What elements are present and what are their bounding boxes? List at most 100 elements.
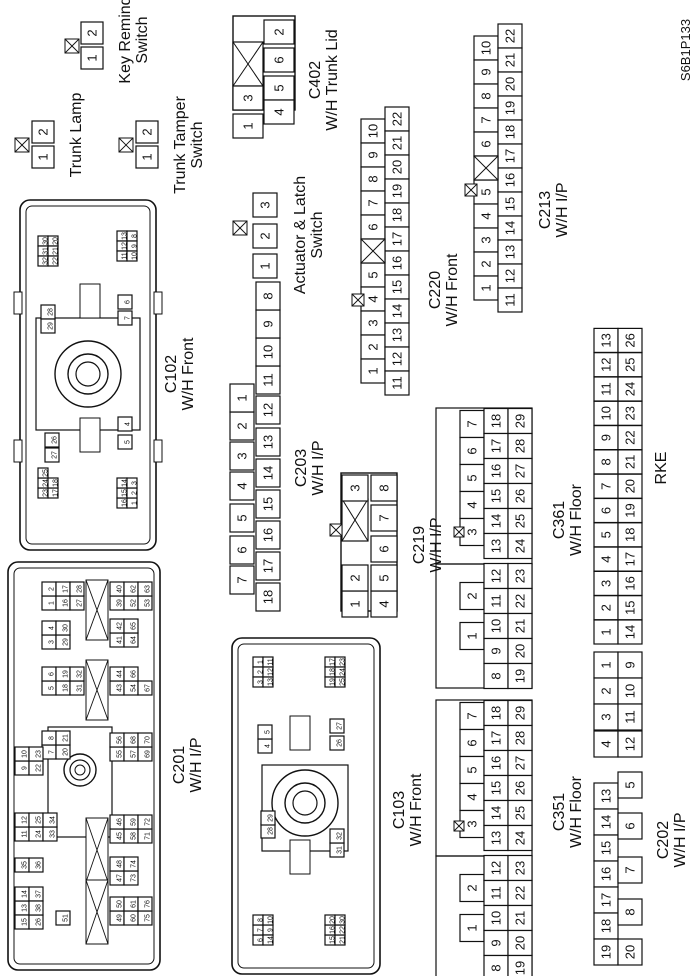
pin-number: 28: [513, 731, 528, 745]
pin-number: 11: [503, 293, 518, 307]
pin-number: 12: [599, 357, 614, 371]
pin-number: 4: [479, 212, 494, 219]
pin-number: 11: [489, 594, 504, 608]
pin-cell: [80, 46, 104, 70]
pin-number: 22: [390, 112, 405, 126]
pin-number: 20: [53, 237, 60, 245]
pin-cell: [483, 724, 509, 752]
pin-number: 29: [513, 414, 528, 428]
pin-number: 22: [623, 430, 638, 444]
pin-cell: [31, 145, 55, 169]
pin-number: 22: [53, 257, 60, 265]
pin-number: 17: [330, 658, 337, 666]
pin-cell: [360, 190, 386, 216]
pin-number: 13: [122, 232, 129, 240]
pin-number: 7: [465, 712, 480, 719]
pin-number: 13: [22, 904, 29, 912]
pin-cell: [117, 434, 133, 450]
pin-cell: [263, 47, 295, 73]
pin-number: 12: [268, 668, 275, 676]
pin-number: 2: [272, 28, 287, 35]
pin-cell: [384, 250, 410, 276]
pin-number: 71: [145, 832, 152, 840]
pin-number: 17: [503, 149, 518, 163]
pin-cell: [593, 860, 619, 888]
pin-number: 41: [117, 636, 124, 644]
pin-number: 18: [489, 706, 504, 720]
pin-cell: [360, 166, 386, 192]
pin-cell: [507, 532, 533, 560]
pin-cell: [263, 99, 295, 125]
pin-cell: [47, 477, 59, 489]
pin-number: 27: [337, 722, 344, 730]
pin-cell: [360, 118, 386, 144]
pin-cell: [497, 71, 523, 97]
pin-number: 48: [117, 860, 124, 868]
pin-number: 21: [340, 936, 347, 944]
pin-number: 10: [22, 750, 29, 758]
c201-title: C201W/H I/P: [171, 737, 205, 792]
pin-number: 8: [377, 484, 392, 491]
pin-number: 19: [599, 945, 614, 959]
pin-cell: [263, 75, 295, 101]
pin-number: 20: [623, 945, 638, 959]
pin-number: 5: [265, 730, 272, 734]
pin-number: 56: [117, 736, 124, 744]
pin-number: 16: [489, 756, 504, 770]
pin-number: 9: [489, 647, 504, 654]
pin-number: 1: [36, 153, 51, 160]
pin-number: 5: [49, 686, 56, 690]
pin-cell: [123, 666, 139, 682]
pin-number: 14: [122, 479, 129, 487]
pin-number: 3: [241, 94, 256, 101]
pin-number: 2: [258, 232, 273, 239]
c351-title: C351W/H Floor: [551, 775, 585, 848]
pin-number: 59: [131, 818, 138, 826]
pin-number: 4: [49, 626, 56, 630]
pin-cell: [123, 618, 139, 634]
pin-number: 3: [132, 481, 139, 485]
pin-cell: [507, 507, 533, 535]
pin-number: 20: [503, 77, 518, 91]
pin-number: 2: [348, 574, 363, 581]
pin-cell: [459, 728, 485, 758]
pin-number: 27: [513, 756, 528, 770]
pin-number: 16: [599, 867, 614, 881]
pin-cell: [42, 812, 58, 828]
pin-number: 18: [489, 414, 504, 428]
pin-cell: [260, 810, 276, 826]
pin-number: 10: [268, 916, 275, 924]
pin-cell: [459, 436, 485, 466]
pin-number: 6: [272, 56, 287, 63]
pin-cell: [232, 113, 264, 139]
pin-cell: [617, 473, 643, 499]
pin-number: 28: [48, 308, 55, 316]
pin-number: 22: [513, 594, 528, 608]
pin-number: 1: [599, 628, 614, 635]
pin-number: 2: [85, 29, 100, 36]
pin-cell: [255, 337, 281, 367]
pin-cell: [257, 724, 273, 740]
key-remind-switch-title: Key RemindSwitch: [117, 0, 151, 84]
pin-number: 7: [377, 514, 392, 521]
pin-number: 21: [513, 911, 528, 925]
pin-number: 10: [366, 124, 381, 138]
pin-cell: [135, 145, 159, 169]
pin-number: 49: [117, 914, 124, 922]
pin-number: 23: [623, 406, 638, 420]
pin-number: 1: [241, 122, 256, 129]
pin-number: 3: [235, 452, 250, 459]
pin-number: 64: [131, 636, 138, 644]
pin-number: 4: [599, 740, 614, 747]
pin-cell: [252, 253, 278, 279]
pin-number: 6: [479, 140, 494, 147]
pin-number: 69: [145, 750, 152, 758]
pin-number: 23: [513, 861, 528, 875]
pin-number: 29: [268, 814, 275, 822]
pin-number: 26: [337, 739, 344, 747]
pin-cell: [507, 799, 533, 827]
pin-number: 75: [145, 914, 152, 922]
pin-number: 12: [390, 352, 405, 366]
pin-number: 17: [599, 893, 614, 907]
pin-cell: [137, 732, 153, 748]
